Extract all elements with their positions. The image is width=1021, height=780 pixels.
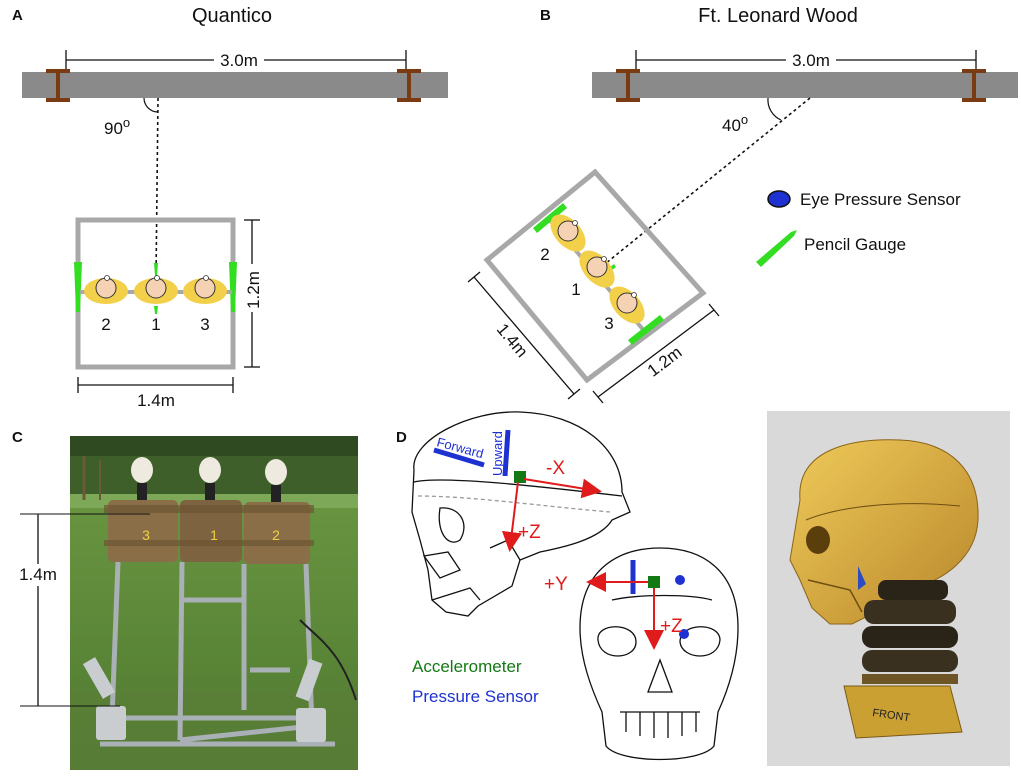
depth-label-a: 1.2m (244, 271, 263, 309)
dummy-2-a (84, 275, 128, 304)
pos-y-label: +Y (544, 574, 568, 595)
width-label-b: 1.4m (493, 320, 532, 361)
wall-beam-a (22, 69, 448, 102)
vest-label-1: 1 (210, 527, 218, 543)
legend-eye-pressure-label: Eye Pressure Sensor (800, 190, 961, 209)
pencil-gauge-icon (756, 230, 797, 267)
width-dimension-a: 1.4m (77, 377, 234, 410)
ibeam-right-a (397, 69, 421, 102)
upward-sensor-bar (502, 429, 511, 477)
photo-rig-feet (82, 657, 326, 742)
pos-z-label-side: +Z (518, 522, 541, 543)
dummy-2-b (550, 214, 586, 252)
legend: Eye Pressure Sensor Pencil Gauge (756, 190, 961, 267)
dummy-label-1-b: 1 (571, 280, 580, 299)
panel-b: B Ft. Leonard Wood 3.0m 40o (467, 5, 1018, 404)
legend-pencil-gauge: Pencil Gauge (756, 230, 906, 267)
width-dimension-b: 1.4m (467, 271, 581, 400)
neg-x-label: -X (546, 458, 565, 479)
photo-rig-frame (100, 561, 335, 747)
neck-rings (862, 580, 958, 684)
height-label-c: 1.4m (19, 565, 57, 584)
angle-arc-a (143, 97, 159, 113)
ibeam-left-b (616, 69, 640, 102)
neg-x-arrow (523, 478, 602, 499)
depth-label-b: 1.2m (644, 343, 686, 381)
pencil-gauge-a-center-lower (154, 306, 158, 314)
pencil-gauge-a-left (74, 262, 82, 312)
panel-d-letter: D (396, 429, 407, 446)
dummy-label-2-a: 2 (101, 315, 110, 334)
accelerometer-legend: Accelerometer (412, 657, 522, 676)
vest-label-2: 2 (272, 527, 280, 543)
dummy-3-b (609, 286, 645, 324)
panel-a: A Quantico 3.0m 90o (12, 5, 448, 410)
wall-beam-b (592, 69, 1018, 102)
dummy-label-3-b: 3 (604, 314, 613, 333)
panel-d: D Forward Upward -X +Z (396, 411, 1010, 766)
vest-label-3: 3 (142, 527, 150, 543)
depth-dimension-a: 1.2m (242, 219, 263, 368)
upward-label: Upward (490, 431, 505, 476)
dummy-1-a (134, 275, 178, 304)
photo-skulls (131, 457, 287, 503)
photo-cables (299, 619, 357, 701)
dummy-1-b (579, 250, 615, 288)
span-label-a: 3.0m (220, 51, 258, 70)
span-dimension-b: 3.0m (635, 50, 977, 70)
accelerometer-side (514, 471, 526, 483)
forward-sensor-bar (433, 447, 485, 468)
pos-z-label-front: +Z (660, 616, 683, 637)
pos-z-arrow-side (501, 481, 522, 552)
panel-c-letter: C (12, 429, 23, 446)
legend-eye-pressure: Eye Pressure Sensor (767, 190, 961, 209)
accelerometer-front (648, 576, 660, 588)
frame-b (483, 168, 707, 384)
legend-pencil-gauge-label: Pencil Gauge (804, 235, 906, 254)
standoff-line-a (155, 97, 159, 279)
pencil-gauge-b-lower (628, 315, 664, 345)
panel-c: C 3 (12, 429, 358, 770)
field-photo: 3 1 2 (70, 436, 358, 770)
dummy-label-3-a: 3 (200, 315, 209, 334)
height-dimension-c: 1.4m (14, 513, 150, 707)
skull-front-view (579, 547, 739, 761)
eye-sensor-lower (679, 629, 689, 639)
photo-vests (104, 500, 314, 564)
eye-pressure-sensor-icon (767, 190, 791, 208)
skull-side-view (411, 411, 631, 617)
span-dimension-a: 3.0m (65, 50, 407, 70)
panel-b-title: Ft. Leonard Wood (698, 5, 858, 27)
angle-label-b: 40o (722, 112, 748, 135)
front-stamp: FRONT (872, 707, 911, 724)
pencil-gauge-a-center (154, 263, 158, 276)
panel-a-letter: A (12, 7, 23, 24)
width-label-a: 1.4m (137, 391, 175, 410)
panel-b-letter: B (540, 7, 551, 24)
dummy-label-2-b: 2 (540, 245, 549, 264)
pressure-sensor-legend: Pressure Sensor (412, 687, 539, 706)
dummy-label-1-a: 1 (151, 315, 160, 334)
angle-label-a: 90o (104, 115, 130, 138)
ibeam-left-a (46, 69, 70, 102)
ibeam-right-b (962, 69, 986, 102)
eye-sensor-upper (675, 575, 685, 585)
pencil-gauge-a-right (229, 262, 237, 312)
dummy-3-a (183, 275, 227, 304)
angle-arc-b (767, 97, 782, 121)
span-label-b: 3.0m (792, 51, 830, 70)
pencil-gauge-b-upper (533, 203, 567, 233)
panel-a-title: Quantico (192, 5, 272, 27)
standoff-line-b (599, 97, 811, 269)
head-form-photo: FRONT (767, 411, 1010, 766)
